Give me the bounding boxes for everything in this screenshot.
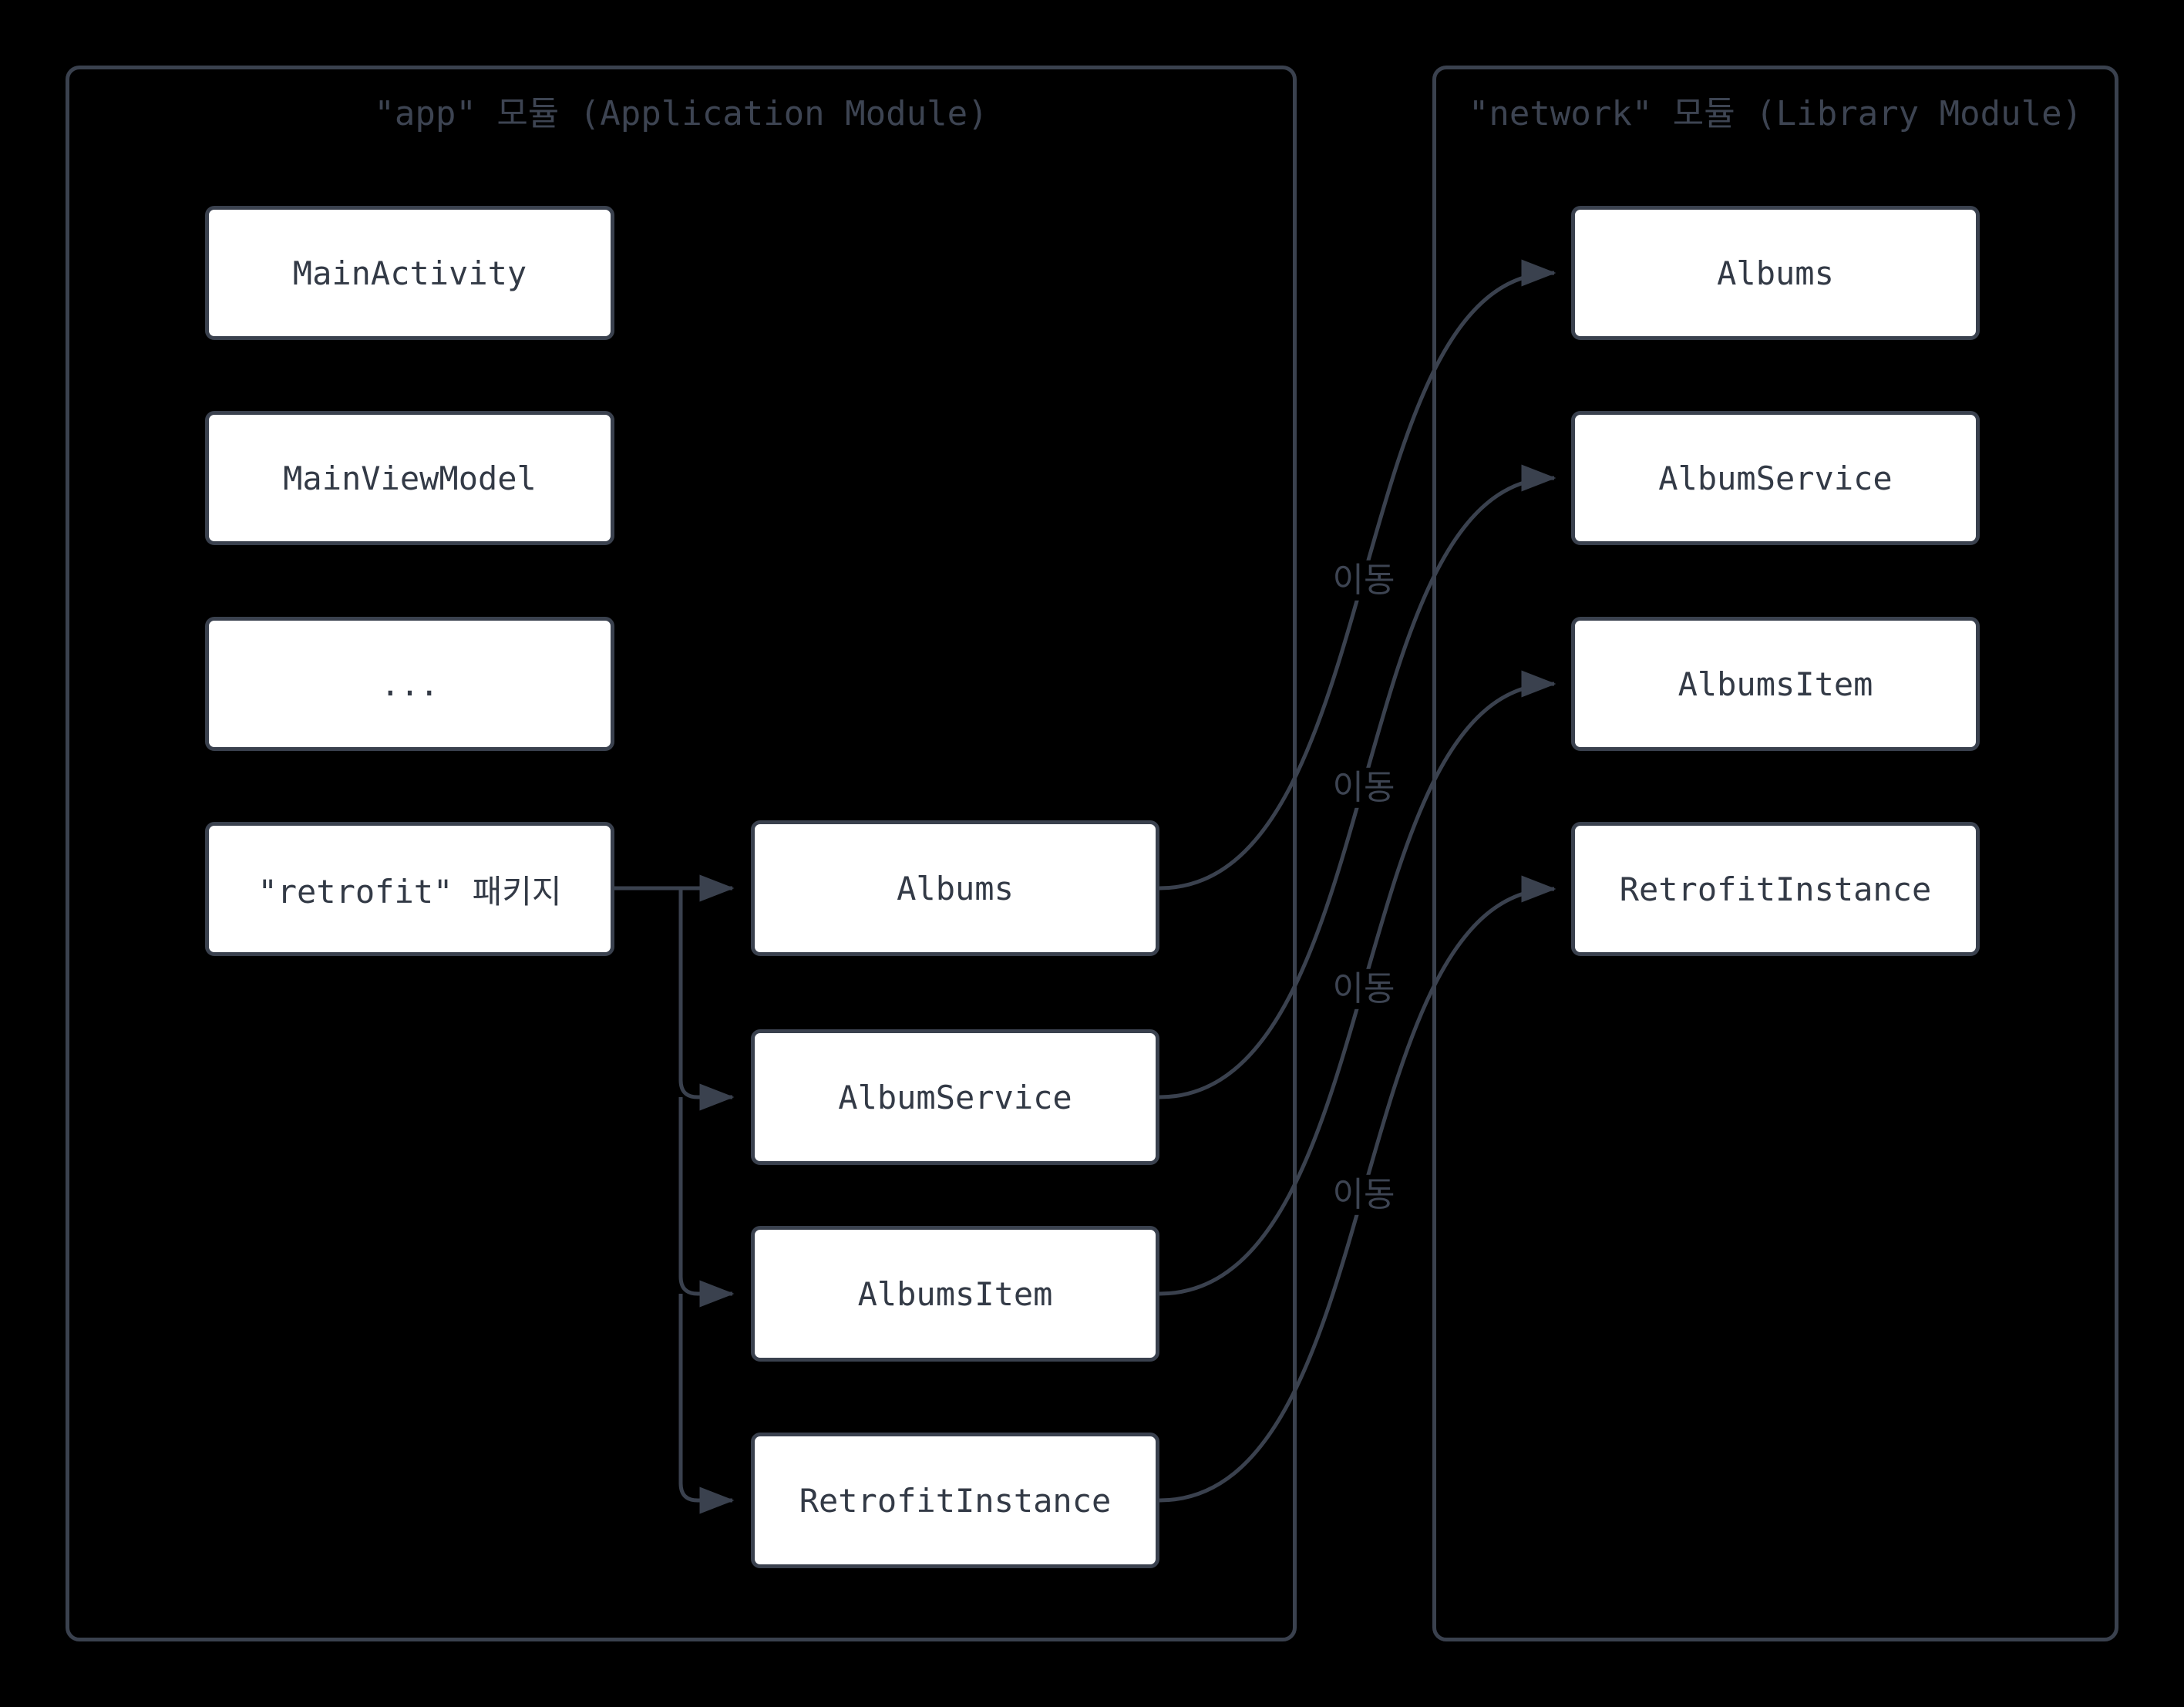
node-ellipsis: ... [205,617,614,751]
node-app-retrofit-instance: RetrofitInstance [751,1433,1159,1568]
node-network-albums: Albums [1571,206,1980,340]
node-network-albums-item: AlbumsItem [1571,617,1980,751]
network-module-container: "network" 모듈 (Library Module) [1432,66,2118,1641]
edge-retrofit-package-to-retrofit-instance [678,1294,735,1514]
app-module-container: "app" 모듈 (Application Module) [66,66,1297,1641]
node-network-retrofit-instance: RetrofitInstance [1571,822,1980,956]
node-network-album-service: AlbumService [1571,411,1980,545]
node-app-albums-item: AlbumsItem [751,1226,1159,1362]
node-retrofit-package: "retrofit" 패키지 [205,822,614,956]
node-app-albums: Albums [751,820,1159,956]
edge-retrofit-package-to-albums-item [678,1097,735,1308]
edge-label-move-albums-item: 이동 [1326,968,1402,1010]
node-main-activity: MainActivity [205,206,614,340]
edge-retrofit-package-to-album-service [678,888,735,1111]
edge-label-move-album-service: 이동 [1326,767,1402,809]
network-module-title: "network" 모듈 (Library Module) [1468,94,2083,133]
node-app-album-service: AlbumService [751,1029,1159,1165]
node-main-view-model: MainViewModel [205,411,614,545]
app-module-title: "app" 모듈 (Application Module) [374,94,988,133]
edge-label-move-albums: 이동 [1326,560,1402,601]
edge-label-move-retrofit-instance: 이동 [1326,1174,1402,1216]
